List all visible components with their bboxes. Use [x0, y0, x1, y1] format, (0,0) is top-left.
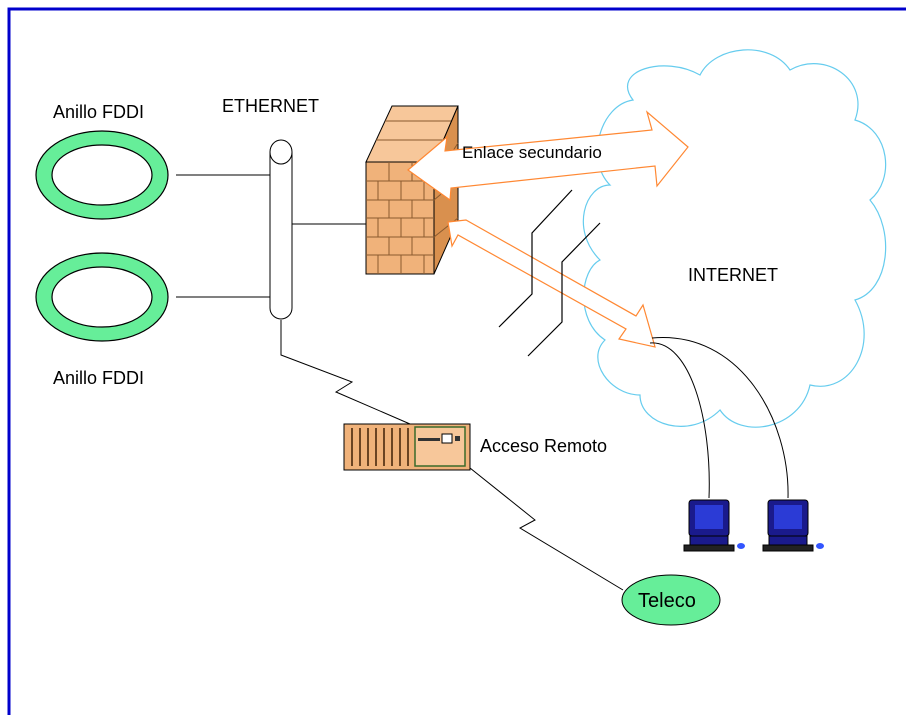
lightning-link-icon — [469, 467, 624, 591]
ethernet-label: ETHERNET — [222, 96, 320, 116]
ethernet-bus-icon — [269, 139, 293, 320]
link-internet-pc2 — [651, 337, 789, 499]
lightning-link-icon — [280, 320, 411, 425]
link-break-marks — [498, 189, 601, 357]
main-link-arrow — [447, 219, 656, 348]
frame-border — [7, 7, 906, 715]
computer-terminal-icon — [683, 499, 745, 552]
internet-label: INTERNET — [688, 265, 778, 285]
fddi-bottom-label: Anillo FDDI — [53, 368, 145, 388]
remote-access-label: Acceso Remoto — [480, 436, 608, 456]
teleco-label: Teleco — [638, 590, 696, 612]
internet-cloud-icon — [582, 49, 887, 428]
teleco-node — [621, 574, 721, 626]
fddi-ring-bottom-icon — [35, 252, 169, 342]
fddi-ring-top-icon — [35, 130, 169, 220]
remote-access-device-icon — [343, 423, 471, 471]
link-internet-pc1 — [649, 342, 710, 499]
fddi-top-label: Anillo FDDI — [53, 102, 145, 122]
secondary-link-label: Enlace secundario — [462, 143, 602, 162]
computer-terminal-icon — [762, 499, 824, 552]
secondary-link-arrow — [407, 110, 689, 202]
